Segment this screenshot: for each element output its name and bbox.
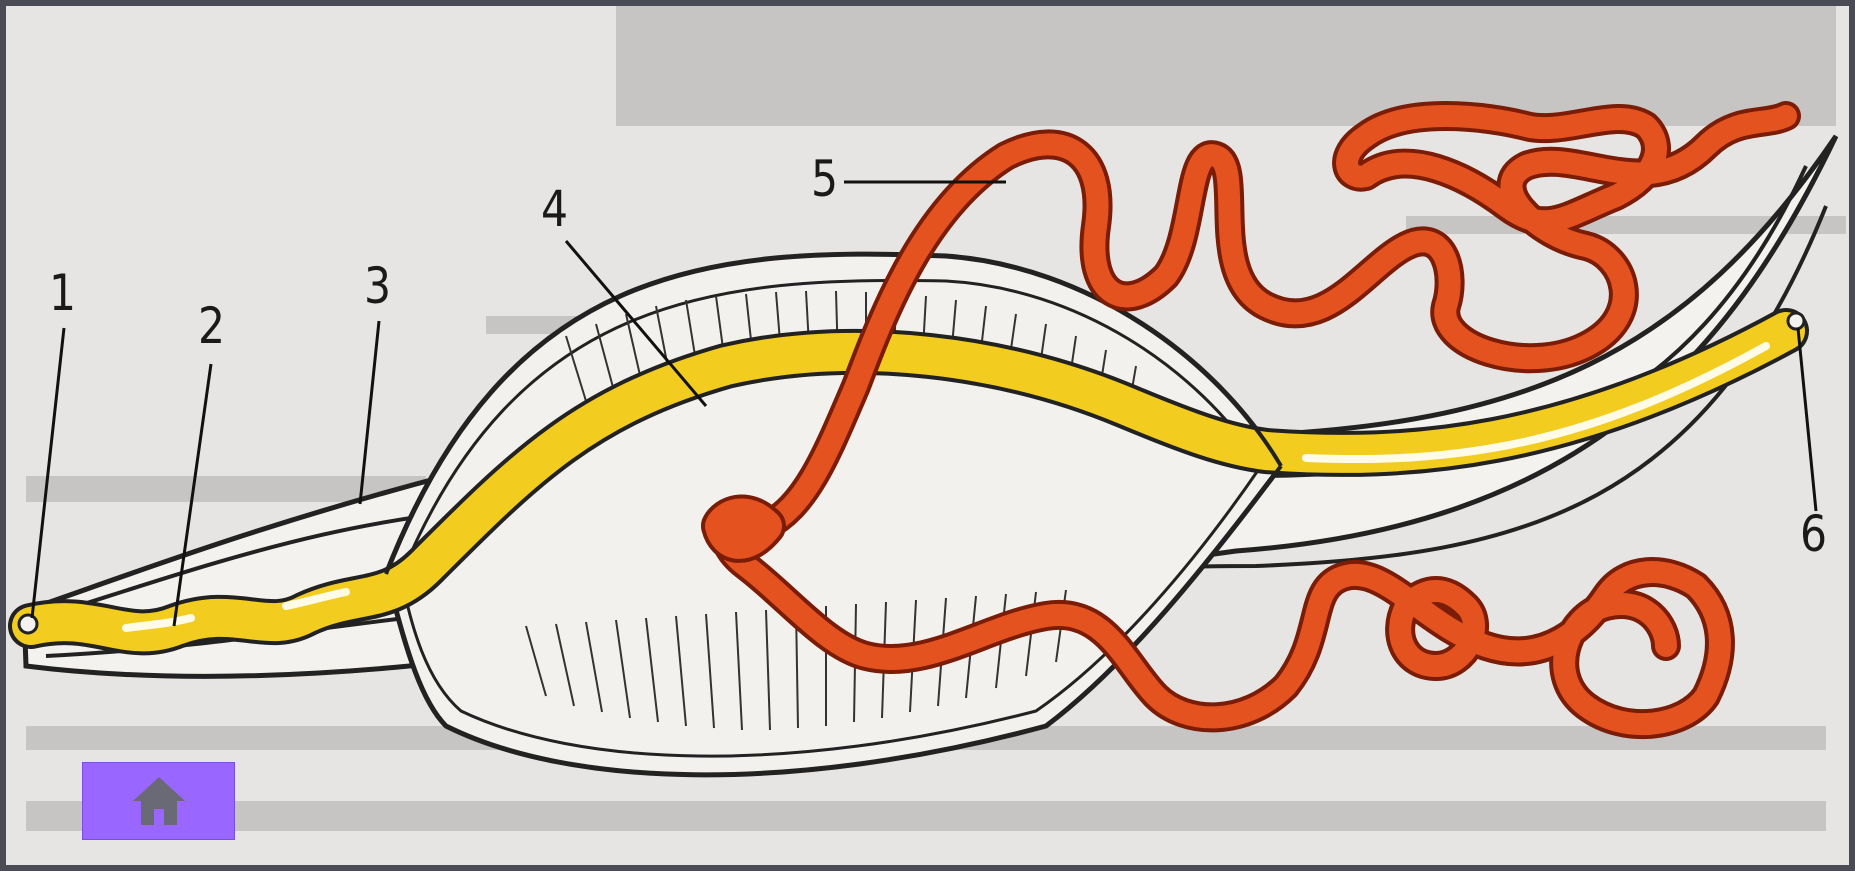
- home-button[interactable]: [82, 762, 235, 840]
- tail-tip-1: [19, 615, 37, 633]
- label-4: 4: [541, 184, 568, 234]
- slide-canvas: 1 2 3 4 5 6: [6, 6, 1849, 865]
- label-5: 5: [811, 154, 838, 204]
- anatomy-diagram: [6, 6, 1849, 865]
- label-6: 6: [1800, 509, 1827, 559]
- label-2: 2: [198, 301, 225, 351]
- label-1: 1: [49, 268, 76, 318]
- label-3: 3: [364, 261, 391, 311]
- tail-tip-6: [1788, 313, 1804, 329]
- home-icon: [131, 775, 187, 827]
